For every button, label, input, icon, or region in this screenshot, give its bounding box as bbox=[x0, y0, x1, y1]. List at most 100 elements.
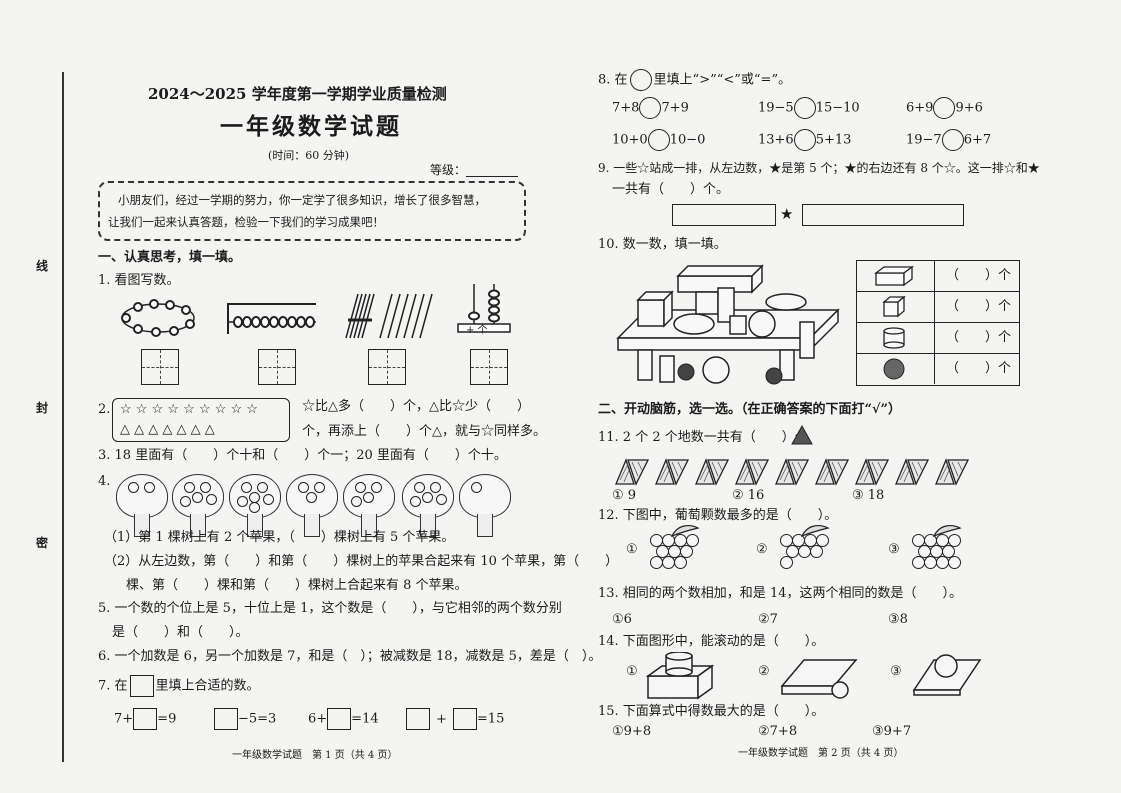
q8-right-expr: 5+13 bbox=[815, 132, 852, 148]
q7-answer-box-3[interactable] bbox=[327, 708, 352, 730]
q8-right-expr: 6+7 bbox=[963, 132, 992, 148]
q1-answer-box-1[interactable] bbox=[141, 349, 179, 385]
q8-circle-legend bbox=[629, 69, 652, 91]
q7-answer-box-2[interactable] bbox=[214, 708, 238, 730]
hatched-triangle-pair bbox=[815, 458, 850, 486]
apple bbox=[180, 496, 191, 507]
apple bbox=[363, 492, 374, 503]
q10-count-blank[interactable]: （ ）个 bbox=[946, 268, 1012, 283]
tree-trunk bbox=[190, 514, 206, 537]
q13-option-1[interactable]: ①6 bbox=[612, 612, 632, 627]
q8-comparison: 13+6 5+13 bbox=[758, 129, 851, 151]
binding-line bbox=[62, 72, 64, 762]
q2-line-2: 个，再添上（ ）个△，就与☆同样多。 bbox=[302, 424, 546, 439]
grape bbox=[816, 534, 829, 547]
q7-answer-box-1[interactable] bbox=[133, 708, 158, 730]
q2-stars-row: ☆ ☆ ☆ ☆ ☆ ☆ ☆ ☆ ☆ bbox=[120, 402, 258, 417]
q7-box-legend bbox=[129, 675, 154, 697]
table-row-divider bbox=[856, 291, 1020, 292]
q12-option-3[interactable]: ③ bbox=[888, 542, 900, 557]
q8-right-expr: 10−0 bbox=[669, 132, 706, 148]
q7-eq4-plus: + bbox=[436, 711, 447, 727]
q13-option-3[interactable]: ③8 bbox=[888, 612, 908, 627]
q15-option-2[interactable]: ②7+8 bbox=[758, 724, 798, 739]
apple bbox=[355, 482, 366, 493]
q14-option-2[interactable]: ② bbox=[758, 664, 770, 679]
grape-leaf-icon bbox=[932, 525, 962, 538]
q8-left-expr: 19−7 bbox=[906, 132, 942, 148]
q8-prompt: 8. 在 里填上“>”“<”或“=”。 bbox=[598, 69, 791, 91]
grape bbox=[680, 545, 693, 558]
q7-prompt-post: 里填上合适的数。 bbox=[155, 678, 260, 694]
q15-option-1[interactable]: ①9+8 bbox=[612, 724, 652, 739]
q11-option-2[interactable]: ② 16 bbox=[732, 488, 765, 503]
abacus-image bbox=[457, 284, 511, 333]
q10-count-blank[interactable]: （ ）个 bbox=[946, 361, 1012, 376]
q8-comparison: 7+8 7+9 bbox=[612, 97, 689, 119]
q2-number: 2. bbox=[98, 402, 111, 417]
q7-eq-1: 7+=9 bbox=[114, 708, 176, 730]
q9-line-1: 9. 一些☆站成一排，从左边数，★是第 5 个；★的右边还有 8 个☆。这一排☆… bbox=[598, 161, 1040, 175]
q5-line-1: 5. 一个数的个位上是 5，十位上是 1，这个数是（ ），与它相邻的两个数分别 bbox=[98, 601, 562, 616]
hatched-triangle-pair bbox=[935, 458, 970, 486]
q10-count-blank[interactable]: （ ）个 bbox=[946, 330, 1012, 345]
hatched-triangle-pair bbox=[735, 458, 770, 486]
q8-prompt-post: 里填上“>”“<”或“=”。 bbox=[653, 72, 792, 88]
q7-eq3-left: 6+ bbox=[308, 711, 328, 727]
q8-prompt-pre: 8. 在 bbox=[598, 72, 628, 88]
q1-answer-box-3[interactable] bbox=[368, 349, 406, 385]
q8-right-expr: 7+9 bbox=[661, 100, 689, 116]
triangle-icon bbox=[791, 424, 813, 445]
q7-answer-box-5[interactable] bbox=[452, 708, 477, 730]
q8-comparison: 19−7 6+7 bbox=[906, 129, 991, 151]
apple bbox=[314, 482, 325, 493]
q12-prompt: 12. 下图中，葡萄颗数最多的是（ ）。 bbox=[598, 508, 838, 523]
q13-option-2[interactable]: ②7 bbox=[758, 612, 778, 627]
q7-eq1-right: =9 bbox=[157, 711, 177, 727]
section-1-heading: 一、认真思考，填一填。 bbox=[98, 250, 242, 265]
q14-option-3[interactable]: ③ bbox=[890, 664, 902, 679]
q8-answer-circle[interactable] bbox=[647, 129, 670, 151]
intro-line-1: 小朋友们，经过一学期的努力，你一定学了很多知识，增长了很多智慧， bbox=[118, 193, 486, 207]
intro-line-2: 让我们一起来认真答题，检验一下我们的学习成果吧！ bbox=[108, 215, 384, 229]
q2-shape-box bbox=[112, 398, 290, 442]
apple bbox=[306, 492, 317, 503]
q13-prompt: 13. 相同的两个数相加，和是 14，这两个相同的数是（ ）。 bbox=[598, 586, 962, 601]
q7-eq-3: 6+=14 bbox=[308, 708, 379, 730]
apple bbox=[184, 482, 195, 493]
q11-option-1[interactable]: ① 9 bbox=[612, 488, 637, 503]
q5-line-2: 是（ ）和（ ）。 bbox=[112, 625, 249, 640]
tree-trunk bbox=[361, 514, 377, 537]
q8-left-expr: 7+8 bbox=[612, 100, 640, 116]
q1-answer-box-2[interactable] bbox=[258, 349, 296, 385]
q8-answer-circle[interactable] bbox=[793, 97, 816, 119]
cylinder-icon bbox=[883, 327, 905, 349]
abacus-labels: + 个 bbox=[466, 325, 488, 336]
q8-answer-circle[interactable] bbox=[793, 129, 816, 151]
apple bbox=[144, 482, 155, 493]
q7-answer-box-4[interactable] bbox=[406, 708, 430, 730]
q8-answer-circle[interactable] bbox=[941, 129, 964, 151]
solid-shapes-table-image bbox=[616, 264, 840, 385]
right-footer: 一年级数学试题 第 2 页（共 4 页） bbox=[738, 748, 904, 759]
q12-option-2[interactable]: ② bbox=[756, 542, 768, 557]
q11-option-3[interactable]: ③ 18 bbox=[852, 488, 885, 503]
q8-left-expr: 13+6 bbox=[758, 132, 794, 148]
q10-count-blank[interactable]: （ ）个 bbox=[946, 299, 1012, 314]
q8-answer-circle[interactable] bbox=[639, 97, 662, 119]
q8-answer-circle[interactable] bbox=[933, 97, 956, 119]
q10-count-table bbox=[856, 260, 1020, 386]
tree-crown bbox=[116, 474, 168, 518]
apple bbox=[257, 482, 268, 493]
apple bbox=[200, 482, 211, 493]
q1-prompt: 1. 看图写数。 bbox=[98, 273, 180, 288]
q12-option-1[interactable]: ① bbox=[626, 542, 638, 557]
q14-option-1[interactable]: ① bbox=[626, 664, 638, 679]
cylinder-under-board-image bbox=[780, 659, 858, 699]
hatched-triangle-pair bbox=[695, 458, 730, 486]
q15-option-3[interactable]: ③9+7 bbox=[872, 724, 912, 739]
table-row-divider bbox=[856, 353, 1020, 354]
grade-blank bbox=[466, 176, 518, 177]
q1-answer-box-4[interactable] bbox=[470, 349, 508, 385]
